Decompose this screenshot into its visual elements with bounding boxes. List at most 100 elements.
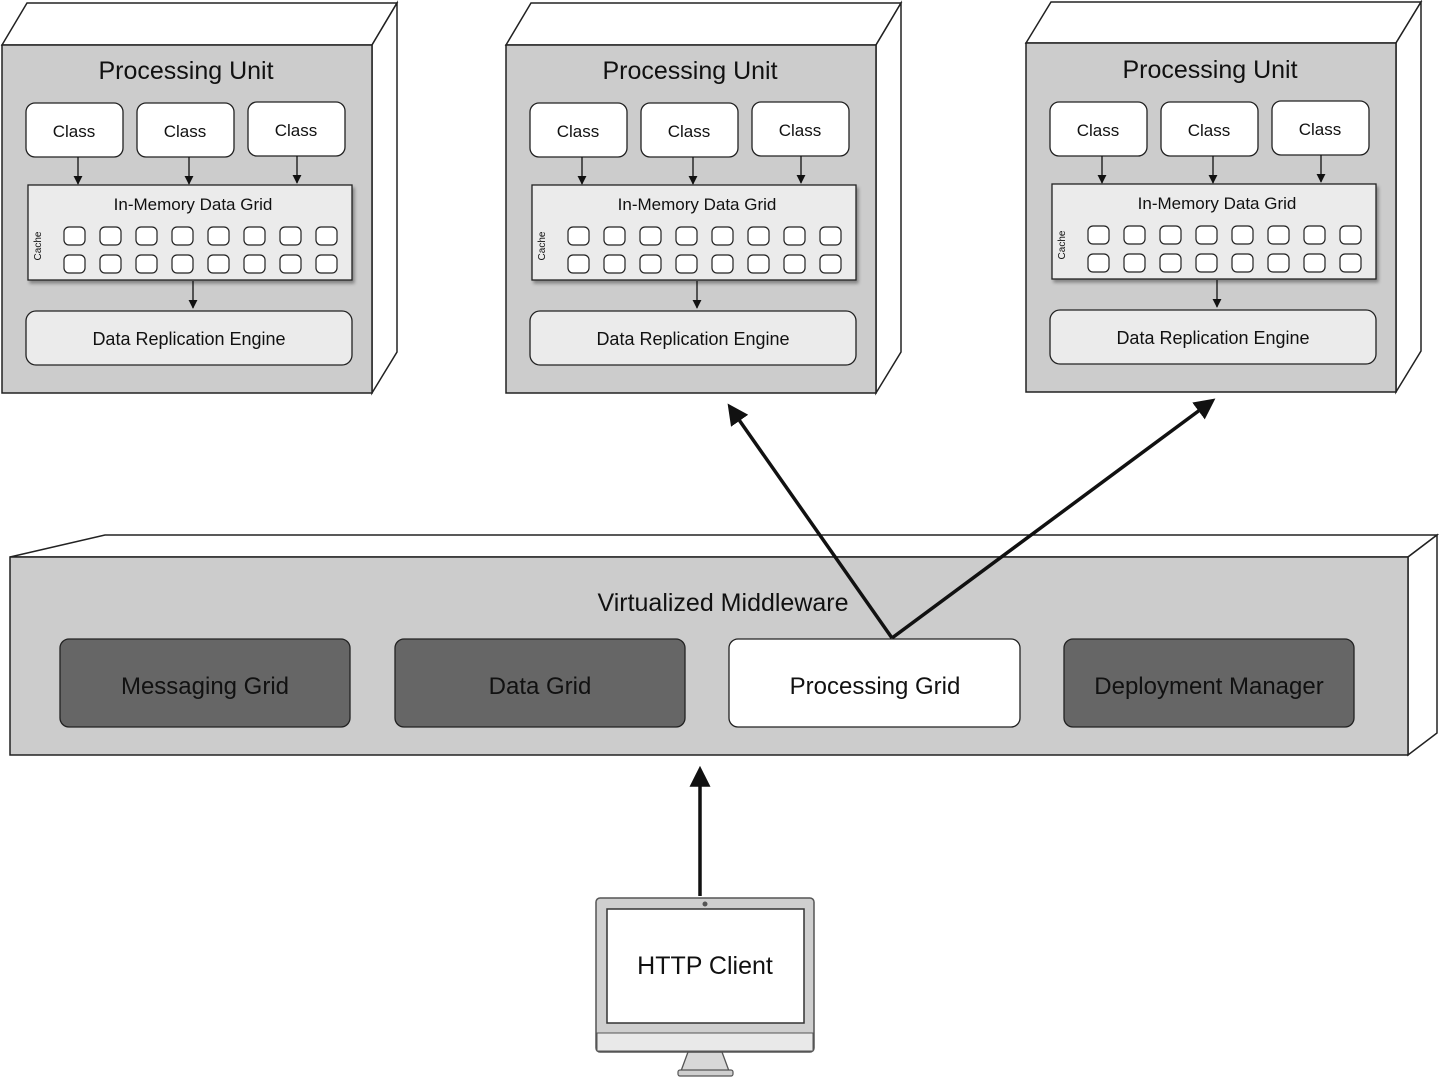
cache-cell (243, 254, 266, 274)
processing-unit-3: Processing Unit Class Class Class In-Mem… (1024, 0, 1423, 395)
class-label: Class (1299, 120, 1342, 139)
cache-cell (279, 254, 302, 274)
cache-cell (1087, 253, 1110, 273)
cache-cell (99, 254, 122, 274)
cache-cell (315, 226, 338, 246)
cache-cell (1339, 225, 1362, 245)
class-box: Class (25, 102, 124, 158)
messaging-grid-label: Messaging Grid (121, 673, 289, 700)
cache-cell (1159, 253, 1182, 273)
cache-cell (1123, 225, 1146, 245)
middleware-title: Virtualized Middleware (597, 589, 848, 617)
cache-label: Cache (1057, 230, 1068, 259)
monitor-screen (606, 908, 805, 1024)
arrow-to-processing-unit-3 (890, 398, 1216, 640)
cache-cells (567, 226, 842, 274)
cache-cell (1303, 225, 1326, 245)
cache-cell (747, 254, 770, 274)
cache-cell (1195, 225, 1218, 245)
cache-cell (171, 226, 194, 246)
processing-grid: Processing Grid (728, 638, 1021, 728)
http-client-label: HTTP Client (637, 952, 773, 980)
cache-cell (1267, 253, 1290, 273)
cache-cell (1159, 225, 1182, 245)
replication-engine-label: Data Replication Engine (92, 329, 285, 349)
cache-cell (819, 254, 842, 274)
cache-cell (207, 254, 230, 274)
cache-cell (1231, 253, 1254, 273)
cache-cell (711, 254, 734, 274)
cache-cell (1339, 253, 1362, 273)
cache-cell (1195, 253, 1218, 273)
cache-cell (207, 226, 230, 246)
class-box: Class (640, 102, 739, 158)
cache-cell (243, 226, 266, 246)
class-label: Class (1188, 121, 1231, 140)
processing-unit-2: Processing Unit Class Class Class In-Mem… (504, 0, 903, 396)
virtualized-middleware: Virtualized Middleware Messaging Grid Da… (9, 533, 1439, 757)
replication-engine-label: Data Replication Engine (1116, 328, 1309, 348)
deployment-manager-label: Deployment Manager (1094, 673, 1323, 700)
processing-unit-title: Processing Unit (1122, 56, 1297, 84)
cache-cells (1087, 225, 1362, 273)
cache-cell (675, 254, 698, 274)
processing-grid-label: Processing Grid (790, 673, 961, 700)
data-grid-title: In-Memory Data Grid (114, 195, 273, 214)
data-grid-title: In-Memory Data Grid (1138, 194, 1297, 213)
class-box: Class (1160, 101, 1259, 157)
cache-cell (315, 254, 338, 274)
class-label: Class (668, 122, 711, 141)
in-memory-data-grid: In-Memory Data Grid Cache (27, 184, 353, 281)
cache-cell (783, 226, 806, 246)
class-label: Class (53, 122, 96, 141)
class-box: Class (529, 102, 628, 158)
cache-cell (639, 226, 662, 246)
http-client-monitor: HTTP Client (595, 897, 815, 1077)
monitor-chin (596, 1032, 814, 1052)
processing-unit-title: Processing Unit (98, 57, 273, 85)
processing-unit-1: Processing Unit Class Class Class In-Mem… (0, 0, 399, 396)
data-replication-engine: Data Replication Engine (529, 310, 857, 366)
cache-cell (603, 254, 626, 274)
monitor-base (677, 1069, 734, 1077)
cache-label: Cache (33, 231, 44, 260)
replication-engine-label: Data Replication Engine (596, 329, 789, 349)
data-grid: Data Grid (394, 638, 686, 728)
cache-cell (171, 254, 194, 274)
class-box: Class (136, 102, 235, 158)
monitor-stand (680, 1051, 730, 1072)
cache-cell (1087, 225, 1110, 245)
data-replication-engine: Data Replication Engine (1049, 309, 1377, 365)
cache-cell (675, 226, 698, 246)
arrow-to-processing-unit-2 (727, 403, 894, 640)
camera-dot (702, 901, 708, 907)
cache-cell (711, 226, 734, 246)
class-label: Class (557, 122, 600, 141)
cache-cell (279, 226, 302, 246)
data-grid-title: In-Memory Data Grid (618, 195, 777, 214)
cache-cell (99, 226, 122, 246)
class-box: Class (247, 101, 346, 157)
cache-cell (567, 254, 590, 274)
deployment-manager: Deployment Manager (1063, 638, 1355, 728)
cache-cell (567, 226, 590, 246)
cache-cell (1231, 225, 1254, 245)
messaging-grid: Messaging Grid (59, 638, 351, 728)
cache-cell (135, 226, 158, 246)
cache-cell (63, 226, 86, 246)
class-label: Class (1077, 121, 1120, 140)
class-label: Class (164, 122, 207, 141)
in-memory-data-grid: In-Memory Data Grid Cache (531, 184, 857, 281)
cache-cell (1303, 253, 1326, 273)
cache-cell (135, 254, 158, 274)
cache-cell (819, 226, 842, 246)
cache-cells (63, 226, 338, 274)
in-memory-data-grid: In-Memory Data Grid Cache (1051, 183, 1377, 280)
class-label: Class (779, 121, 822, 140)
class-box: Class (751, 101, 850, 157)
cache-cell (63, 254, 86, 274)
data-replication-engine: Data Replication Engine (25, 310, 353, 366)
processing-unit-title: Processing Unit (602, 57, 777, 85)
